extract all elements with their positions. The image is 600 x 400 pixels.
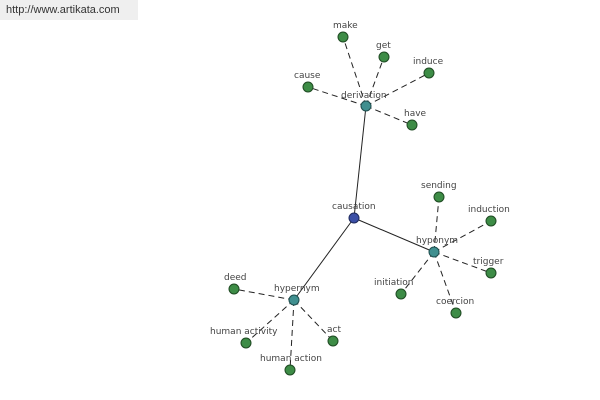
- label-deed[interactable]: deed: [224, 273, 247, 283]
- edge-hypernym-human-activity: [245, 299, 295, 344]
- label-hyponym[interactable]: hyponym: [416, 236, 458, 246]
- label-causation[interactable]: causation: [332, 202, 376, 212]
- label-induction[interactable]: induction: [468, 205, 510, 215]
- node-causation[interactable]: [348, 212, 360, 224]
- edge-hypernym-deed: [233, 288, 295, 301]
- edge-hypernym-human-action: [289, 299, 295, 371]
- label-get[interactable]: get: [376, 41, 391, 51]
- graph-nodes: [228, 31, 497, 376]
- edge-derivation-have: [365, 105, 413, 126]
- node-make[interactable]: [337, 31, 349, 43]
- label-initiation[interactable]: initiation: [374, 278, 414, 288]
- node-have[interactable]: [406, 119, 418, 131]
- edge-hyponym-trigger: [433, 251, 492, 274]
- graph-labels: make get induce cause have sending induction tr…: [210, 21, 510, 364]
- edge-hyponym-induction: [433, 220, 492, 253]
- label-human-action[interactable]: human action: [260, 354, 322, 364]
- label-act[interactable]: act: [327, 325, 341, 335]
- edge-derivation-get: [365, 56, 385, 107]
- label-derivation[interactable]: derivation: [341, 91, 387, 101]
- label-coercion[interactable]: coercion: [436, 297, 474, 307]
- edge-hyponym-coercion: [433, 251, 457, 314]
- label-hypernym[interactable]: hypernym: [274, 284, 320, 294]
- label-make[interactable]: make: [333, 21, 358, 31]
- node-hyponym[interactable]: [428, 246, 440, 258]
- graph-edges: [233, 36, 492, 371]
- node-induce[interactable]: [423, 67, 435, 79]
- node-induction[interactable]: [485, 215, 497, 227]
- node-deed[interactable]: [228, 283, 240, 295]
- edge-causation-hyponym: [353, 217, 435, 253]
- edge-causation-hypernym: [293, 217, 355, 301]
- label-have[interactable]: have: [404, 109, 427, 119]
- label-human-activity[interactable]: human activity: [210, 327, 278, 337]
- label-sending[interactable]: sending: [421, 181, 457, 191]
- label-induce[interactable]: induce: [413, 57, 444, 67]
- label-trigger[interactable]: trigger: [473, 257, 504, 267]
- edge-derivation-make: [342, 36, 367, 107]
- url-bar[interactable]: http://www.artikata.com: [0, 0, 138, 20]
- label-cause[interactable]: cause: [294, 71, 321, 81]
- node-act[interactable]: [327, 335, 339, 347]
- node-initiation[interactable]: [395, 288, 407, 300]
- node-hypernym[interactable]: [288, 294, 300, 306]
- node-coercion[interactable]: [450, 307, 462, 319]
- edge-causation-derivation: [353, 105, 367, 219]
- node-get[interactable]: [378, 51, 390, 63]
- node-trigger[interactable]: [485, 267, 497, 279]
- edge-derivation-cause: [307, 86, 367, 107]
- edge-hyponym-initiation: [400, 251, 435, 295]
- node-human-activity[interactable]: [240, 337, 252, 349]
- node-cause[interactable]: [302, 81, 314, 93]
- node-sending[interactable]: [433, 191, 445, 203]
- edge-derivation-induce: [365, 72, 430, 107]
- node-derivation[interactable]: [360, 100, 372, 112]
- node-human-action[interactable]: [284, 364, 296, 376]
